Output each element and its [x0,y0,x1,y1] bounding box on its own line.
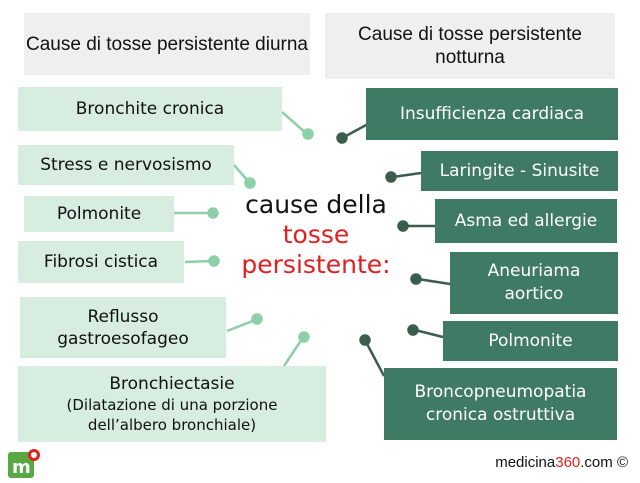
left-item-5-label: Reflusso gastroesofageo [57,306,189,349]
connector-dot-left-5 [251,313,263,325]
header-left-text: Cause di tosse persistente diurna [26,33,308,55]
connector-dot-left-6 [298,331,310,343]
right-item-6: Broncopneumopatia cronica ostruttiva [384,368,617,440]
svg-text:m: m [12,457,31,478]
right-item-5: Polmonite [443,321,618,361]
left-item-4-label: Fibrosi cistica [43,252,159,272]
connector-dot-left-1 [302,128,314,140]
left-item-6-sublabel: (Dilatazione di una porzione dell’albero… [66,396,278,434]
right-item-4: Aneuriama aortico [450,252,618,314]
center-line-1: cause della [245,190,387,219]
right-item-6-label: Broncopneumopatia cronica ostruttiva [414,382,587,425]
right-item-3-label: Asma ed allergie [454,210,598,231]
connector-left-6 [282,338,304,367]
center-line-3: persistente: [241,250,391,279]
connector-dot-left-4 [208,255,220,267]
connector-left-4 [184,259,213,264]
connector-right-4 [417,277,451,286]
footer-brand-prefix: medicina [495,454,556,471]
left-item-5: Reflusso gastroesofageo [20,297,226,358]
right-item-5-label: Polmonite [488,330,573,351]
right-item-2-label: Laringite - Sinusite [439,160,600,181]
connector-dot-left-3 [207,207,219,219]
header-right: Cause di tosse persistente notturna [325,13,615,79]
header-left: Cause di tosse persistente diurna [24,13,310,75]
left-item-3: Polmonite [24,196,174,232]
connector-left-5 [226,318,256,333]
right-item-1-label: Insufficienza cardiaca [399,103,585,124]
connector-dot-right-2 [385,171,397,183]
right-item-2: Laringite - Sinusite [421,151,618,191]
connector-right-1 [343,122,369,139]
right-item-3: Asma ed allergie [435,199,617,243]
center-line-2: tosse [282,220,350,249]
connector-dot-right-5 [407,324,419,336]
right-item-4-label: Aneuriama aortico [487,261,581,304]
connector-dot-right-6 [359,334,371,346]
connector-left-1 [281,111,308,135]
right-item-1: Insufficienza cardiaca [366,88,618,140]
footer-brand: medicina360.com © [495,454,628,471]
left-item-2: Stress e nervosismo [18,145,234,185]
left-item-3-label: Polmonite [56,204,142,224]
left-item-2-label: Stress e nervosismo [40,155,212,175]
connector-right-5 [414,328,444,339]
medicina360-logo-icon: m [8,448,40,478]
left-item-6: Bronchiectasie (Dilatazione di una porzi… [18,366,326,442]
left-item-6-label: Bronchiectasie [109,374,235,394]
left-item-4: Fibrosi cistica [18,241,184,283]
header-right-text: Cause di tosse persistente notturna [358,24,582,68]
footer-brand-suffix: .com © [580,454,628,471]
center-label: cause della tosse persistente: [226,190,406,280]
connector-dot-right-4 [410,273,422,285]
connector-right-2 [392,171,422,179]
footer-brand-accent: 360 [555,454,581,471]
connector-dot-right-1 [336,132,348,144]
connector-right-6 [364,341,386,377]
left-item-1: Bronchite cronica [18,87,282,131]
connector-dot-right-3 [397,220,409,232]
connector-dot-left-2 [244,177,256,189]
left-item-1-label: Bronchite cronica [75,99,225,119]
